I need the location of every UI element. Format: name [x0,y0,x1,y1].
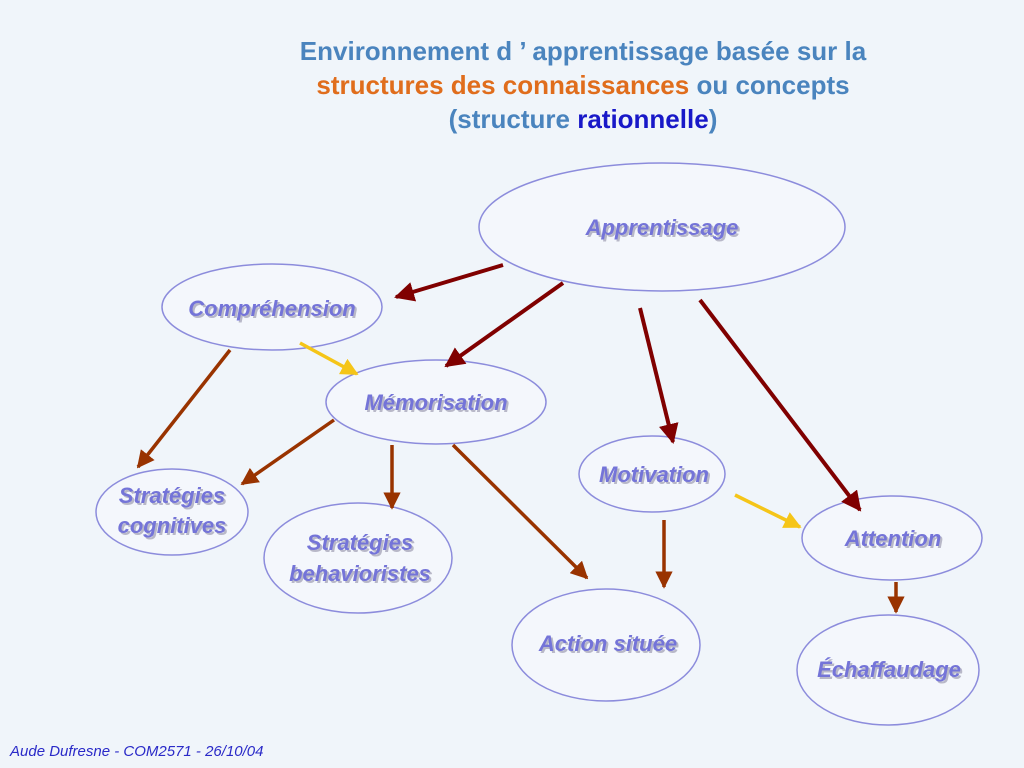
arrow-comprehension-memorisation [299,341,359,376]
label-strategies-behavioristes-group: Stratégies Stratégies behavioristes beha… [289,530,433,588]
node-motivation [578,435,726,513]
label-strategies-cognitives-line2-shadow: cognitives [120,515,229,540]
label-attention: Attention [844,526,942,551]
label-memorisation: Mémorisation [364,390,507,415]
footer-credit: Aude Dufresne - COM2571 - 26/10/04 [10,743,264,760]
arrow-comprehension-strategies-cognitives [136,348,232,469]
label-strategies-cognitives-group: Stratégies Stratégies cognitives cogniti… [118,483,229,540]
label-comprehension-shadow: Compréhension [190,298,357,323]
arrow-apprentissage-memorisation [444,281,565,368]
title-highlight-structures: structures des connaissances [316,70,690,100]
slide-title: Environnement d ’ apprentissage basée su… [0,34,1024,136]
arrow-motivation-attention [734,493,802,529]
title-line-2: structures des connaissances ou concepts [0,68,1024,102]
label-comprehension-group: Compréhension Compréhension [188,296,357,323]
label-strategies-cognitives-line1-shadow: Stratégies [121,485,227,510]
label-comprehension: Compréhension [188,296,355,321]
label-apprentissage-group: Apprentissage Apprentissage [585,215,741,242]
label-strategies-cognitives-line1: Stratégies [119,483,225,508]
node-echaffaudage [796,614,980,726]
node-strategies-cognitives [95,468,249,556]
label-memorisation-group: Mémorisation Mémorisation [364,390,509,417]
arrow-apprentissage-attention [698,298,862,512]
label-attention-group: Attention Attention [844,526,944,553]
arrow-memorisation-strategies-cognitives [240,418,335,486]
label-echaffaudage-shadow: Échaffaudage [819,659,963,684]
label-strategies-behavioristes-line1: Stratégies [307,530,413,555]
title-line-3: (structure rationnelle) [0,102,1024,136]
label-attention-shadow: Attention [846,528,944,553]
label-strategies-behavioristes-line1-shadow: Stratégies [309,532,415,557]
node-attention [801,495,983,581]
label-action-situee-shadow: Action située [540,633,679,658]
title-ou-concepts: ou concepts [689,70,850,100]
label-motivation: Motivation [599,462,709,487]
node-memorisation [325,359,547,445]
arrow-apprentissage-comprehension [394,263,504,302]
label-motivation-shadow: Motivation [601,464,711,489]
label-echaffaudage: Échaffaudage [817,657,961,682]
label-motivation-group: Motivation Motivation [599,462,711,489]
arrow-memorisation-action-situee [451,443,589,580]
label-apprentissage-shadow: Apprentissage [587,217,741,242]
node-comprehension [161,263,383,351]
label-strategies-behavioristes-line2: behavioristes [289,561,431,586]
label-strategies-behavioristes-line2-shadow: behavioristes [291,563,433,588]
arrow-apprentissage-motivation [638,307,679,444]
node-action-situee [511,588,701,702]
title-close-paren: ) [708,104,718,134]
node-strategies-behavioristes [263,502,453,614]
label-strategies-cognitives-line2: cognitives [118,513,227,538]
label-action-situee: Action située [538,631,677,656]
label-action-situee-group: Action située Action située [538,631,679,658]
label-memorisation-shadow: Mémorisation [366,392,509,417]
node-apprentissage [478,162,846,292]
title-line-1: Environnement d ’ apprentissage basée su… [299,36,867,66]
title-structure: (structure [448,104,578,134]
label-apprentissage: Apprentissage [585,215,739,240]
title-rationnelle: rationnelle [577,104,709,134]
label-echaffaudage-group: Échaffaudage Échaffaudage [817,657,963,684]
